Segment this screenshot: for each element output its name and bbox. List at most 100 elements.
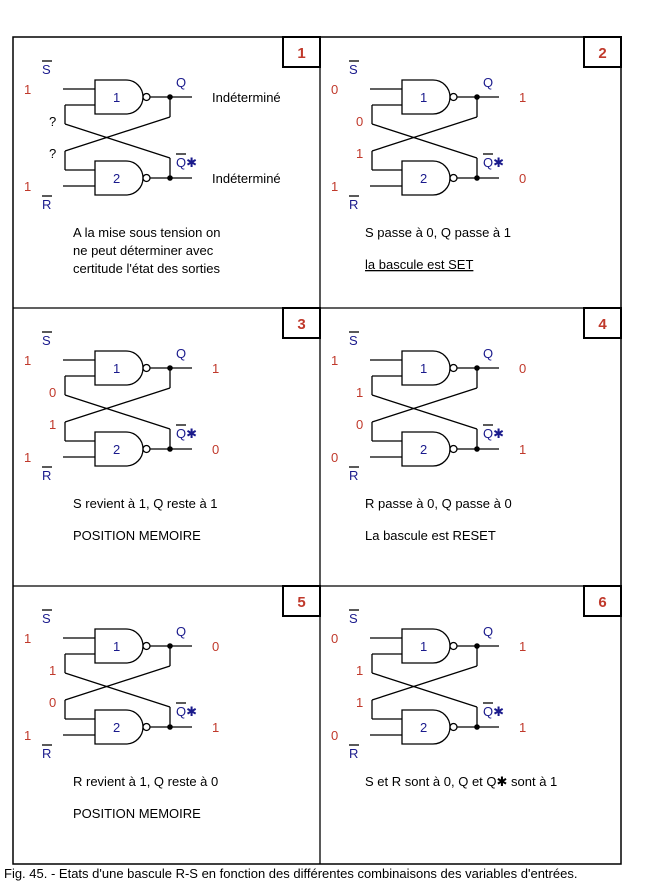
value-r: 1	[331, 179, 338, 194]
value-feedback-bottom: 0	[49, 695, 56, 710]
label-qn: Q✱	[176, 704, 197, 719]
panel-number-box	[583, 36, 622, 68]
value-q: 1	[519, 639, 526, 654]
label-s: S	[42, 333, 51, 348]
nand-gate-1: 1	[94, 628, 151, 664]
inverter-bubble	[142, 444, 151, 454]
label-s: S	[42, 611, 51, 626]
value-feedback-bottom: 0	[356, 417, 363, 432]
label-q: Q	[483, 75, 493, 90]
value-s: 0	[331, 82, 338, 97]
gate-number: 1	[420, 361, 427, 376]
label-r: R	[349, 197, 358, 212]
value-feedback-top: 1	[356, 385, 363, 400]
value-feedback-bottom: ?	[49, 146, 56, 161]
gate-number: 2	[113, 720, 120, 735]
feedback-qn-cross	[371, 394, 478, 430]
inverter-bubble	[142, 173, 151, 183]
label-q: Q	[176, 75, 186, 90]
feedback-qn-cross	[64, 672, 171, 708]
value-feedback-bottom: 1	[356, 146, 363, 161]
label-qn: Q✱	[176, 426, 197, 441]
panel-number-box	[282, 36, 321, 68]
panel-number: 5	[297, 594, 305, 611]
value-s: 1	[24, 631, 31, 646]
gate-number: 2	[113, 171, 120, 186]
note-line: La bascule est RESET	[365, 528, 496, 543]
gate-number: 2	[420, 171, 427, 186]
label-s: S	[349, 333, 358, 348]
nand-gate-2: 2	[401, 709, 458, 745]
value-qn: Indéterminé	[212, 171, 281, 186]
value-r: 1	[24, 179, 31, 194]
note-line: A la mise sous tension on	[73, 225, 220, 240]
feedback-qn-cross	[64, 394, 171, 430]
nand-gate-1: 1	[401, 79, 458, 115]
nand-gate-1: 1	[94, 79, 151, 115]
label-q: Q	[483, 346, 493, 361]
nand-gate-1: 1	[401, 350, 458, 386]
panel-number-box	[282, 585, 321, 617]
feedback-qn-cross	[64, 123, 171, 159]
nand-gate-2: 2	[94, 709, 151, 745]
nand-gate-2: 2	[94, 160, 151, 196]
panel-number-box	[282, 307, 321, 339]
panel-number-box	[583, 585, 622, 617]
label-s: S	[349, 62, 358, 77]
panel-number: 4	[598, 316, 607, 333]
label-r: R	[349, 746, 358, 761]
inverter-bubble	[142, 92, 151, 102]
feedback-q-cross	[64, 387, 171, 423]
value-r: 1	[24, 728, 31, 743]
note-line: S revient à 1, Q reste à 1	[73, 496, 218, 511]
gate-number: 1	[420, 639, 427, 654]
panel-number: 3	[297, 316, 305, 333]
value-qn: 0	[212, 442, 219, 457]
value-feedback-top: 1	[356, 663, 363, 678]
value-r: 0	[331, 728, 338, 743]
note-line: R revient à 1, Q reste à 0	[73, 774, 218, 789]
value-q: 0	[212, 639, 219, 654]
label-qn: Q✱	[483, 426, 504, 441]
inverter-bubble	[142, 641, 151, 651]
feedback-q-cross	[64, 116, 171, 152]
value-feedback-top: 0	[49, 385, 56, 400]
value-feedback-top: 0	[356, 114, 363, 129]
note-line: certitude l'état des sorties	[73, 261, 220, 276]
note-line: POSITION MEMOIRE	[73, 528, 201, 543]
gate-number: 2	[420, 442, 427, 457]
figure-caption: Fig. 45. - Etats d'une bascule R-S en fo…	[4, 866, 654, 881]
label-qn: Q✱	[483, 155, 504, 170]
value-q: 0	[519, 361, 526, 376]
value-feedback-bottom: 1	[356, 695, 363, 710]
nand-gate-2: 2	[94, 431, 151, 467]
value-s: 1	[24, 82, 31, 97]
inverter-bubble	[449, 722, 458, 732]
value-s: 1	[24, 353, 31, 368]
inverter-bubble	[449, 92, 458, 102]
value-q: 1	[519, 90, 526, 105]
panel-number: 1	[297, 45, 305, 62]
value-qn: 1	[519, 442, 526, 457]
nand-gate-1: 1	[401, 628, 458, 664]
label-q: Q	[483, 624, 493, 639]
gate-number: 2	[420, 720, 427, 735]
value-qn: 1	[519, 720, 526, 735]
nand-gate-2: 2	[401, 160, 458, 196]
note-line: S et R sont à 0, Q et Q✱ sont à 1	[365, 774, 557, 789]
value-r: 1	[24, 450, 31, 465]
panel-number: 2	[598, 45, 606, 62]
label-r: R	[42, 746, 51, 761]
note-line: la bascule est SET	[365, 257, 473, 272]
note-line: R passe à 0, Q passe à 0	[365, 496, 512, 511]
label-r: R	[42, 197, 51, 212]
value-qn: 0	[519, 171, 526, 186]
value-q: 1	[212, 361, 219, 376]
caption-text: Fig. 45. - Etats d'une bascule R-S en fo…	[4, 866, 578, 881]
value-feedback-top: 1	[49, 663, 56, 678]
feedback-qn-cross	[371, 123, 478, 159]
